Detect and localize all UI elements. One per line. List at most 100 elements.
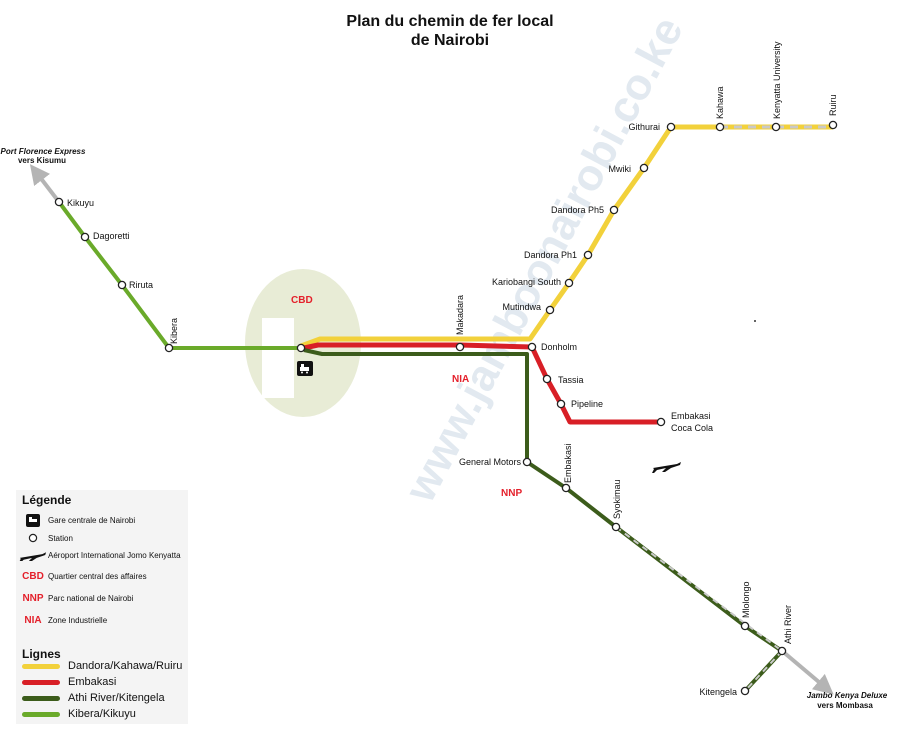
station-kahawa[interactable] (715, 122, 725, 132)
station-donholm[interactable] (527, 342, 537, 352)
label-tassia: Tassia (558, 375, 584, 385)
legend-line-label: Dandora/Kahawa/Ruiru (68, 660, 183, 672)
area-label-nnp: NNP (501, 488, 522, 499)
stray-dot (754, 320, 756, 322)
map-title: Plan du chemin de fer local de Nairobi (300, 12, 600, 50)
legend-line-athi: Athi River/Kitengela (22, 690, 165, 706)
station-embakasi-coca-cola[interactable] (656, 417, 666, 427)
title-line-2: de Nairobi (410, 32, 490, 49)
legend-label: Gare centrale de Nairobi (48, 515, 136, 525)
station-ruiru[interactable] (828, 120, 838, 130)
station-riruta[interactable] (117, 280, 127, 290)
legend-line-label: Kibera/Kikuyu (68, 708, 136, 720)
legend-abbr: NIA (24, 614, 42, 626)
legend-item-cbd: CBD Quartier central des affaires (18, 568, 147, 584)
station-syokimau[interactable] (611, 522, 621, 532)
legend-item-airport: Aéroport International Jomo Kenyatta (18, 547, 181, 563)
arrow-southeast (779, 648, 834, 695)
legend-line-swatch (22, 663, 60, 669)
legend-label: Aéroport International Jomo Kenyatta (48, 550, 181, 560)
legend-title: Légende (22, 493, 72, 507)
train-station-icon (18, 513, 48, 527)
area-label-cbd: CBD (291, 295, 313, 306)
station-makadara[interactable] (455, 342, 465, 352)
station-kibera[interactable] (164, 343, 174, 353)
label-kitengela: Kitengela (699, 687, 737, 697)
station-kenyatta[interactable] (771, 122, 781, 132)
label-general-motors: General Motors (459, 457, 522, 467)
label-mwiki: Mwiki (609, 164, 632, 174)
title-line-1: Plan du chemin de fer local (346, 13, 554, 30)
label-embakasi-cc-line1: Embakasi (671, 411, 711, 421)
label-mlolongo: Mlolongo (741, 581, 751, 618)
legend-item-station: Station (18, 530, 73, 546)
station-kariobangi[interactable] (564, 278, 574, 288)
station-athi-river[interactable] (777, 646, 787, 656)
label-dagoretti: Dagoretti (93, 231, 130, 241)
legend-item-nia: NIA Zone Industrielle (18, 612, 107, 628)
label-kenyatta: Kenyatta University (772, 41, 782, 119)
station-kikuyu[interactable] (54, 197, 64, 207)
legend-label: Quartier central des affaires (48, 571, 147, 581)
legend-label: Zone Industrielle (48, 615, 108, 625)
station-kitengela[interactable] (740, 686, 750, 696)
station-dandora5[interactable] (609, 205, 619, 215)
cbd-area-mask (262, 318, 294, 398)
station-mwiki[interactable] (639, 163, 649, 173)
station-general-motors[interactable] (522, 457, 532, 467)
label-athi-river: Athi River (783, 605, 793, 644)
label-vers-mombasa: vers Mombasa (817, 701, 873, 710)
station-dagoretti[interactable] (80, 232, 90, 242)
label-riruta: Riruta (129, 280, 153, 290)
label-ruiru: Ruiru (828, 94, 838, 116)
legend-lines-title: Lignes (22, 647, 61, 661)
station-tassia[interactable] (542, 374, 552, 384)
station-embakasi[interactable] (561, 483, 571, 493)
station-githurai[interactable] (666, 122, 676, 132)
label-kibera: Kibera (169, 318, 179, 344)
legend-line-label: Athi River/Kitengela (68, 692, 165, 704)
airplane-icon (652, 462, 681, 473)
station-pipeline[interactable] (556, 399, 566, 409)
label-dandora5: Dandora Ph5 (551, 205, 604, 215)
legend-item-central-station: Gare centrale de Nairobi (18, 512, 135, 528)
label-dandora1: Dandora Ph1 (524, 250, 577, 260)
legend-abbr: CBD (22, 570, 44, 582)
label-embakasi-cc-line2: Coca Cola (671, 423, 713, 433)
station-mutindwa[interactable] (545, 305, 555, 315)
label-donholm: Donholm (541, 342, 577, 352)
airplane-icon (18, 549, 48, 561)
label-jambo-kenya: Jambo Kenya Deluxe (807, 691, 888, 700)
legend-label: Parc national de Nairobi (48, 593, 134, 603)
legend-line-swatch (22, 711, 60, 717)
label-makadara: Makadara (455, 295, 465, 335)
station-central[interactable] (296, 343, 306, 353)
label-vers-kisumu: vers Kisumu (18, 156, 66, 165)
label-kariobangi: Kariobangi South (492, 277, 561, 287)
central-station-icon (297, 361, 313, 376)
line-athi-river (303, 348, 784, 653)
arrow-west (29, 164, 61, 204)
label-mutindwa: Mutindwa (502, 302, 541, 312)
label-embakasi: Embakasi (563, 443, 573, 483)
legend-abbr: NNP (22, 592, 44, 604)
line-embakasi (303, 342, 661, 425)
station-mlolongo[interactable] (740, 621, 750, 631)
legend-label: Station (48, 533, 73, 543)
legend-line-embakasi: Embakasi (22, 674, 116, 690)
legend-line-swatch (22, 679, 60, 685)
station-dandora1[interactable] (583, 250, 593, 260)
legend-line-swatch (22, 695, 60, 701)
line-athi-dash (615, 526, 783, 652)
station-circle-icon (18, 533, 48, 543)
label-pipeline: Pipeline (571, 399, 603, 409)
label-kikuyu: Kikuyu (67, 198, 94, 208)
label-kahawa: Kahawa (715, 86, 725, 119)
line-kitengela-dash (744, 650, 783, 692)
label-port-florence: Port Florence Express (1, 147, 86, 156)
legend-item-nnp: NNP Parc national de Nairobi (18, 590, 133, 606)
legend-line-dandora: Dandora/Kahawa/Ruiru (22, 658, 182, 674)
legend (16, 490, 188, 724)
legend-line-kibera: Kibera/Kikuyu (22, 706, 136, 722)
